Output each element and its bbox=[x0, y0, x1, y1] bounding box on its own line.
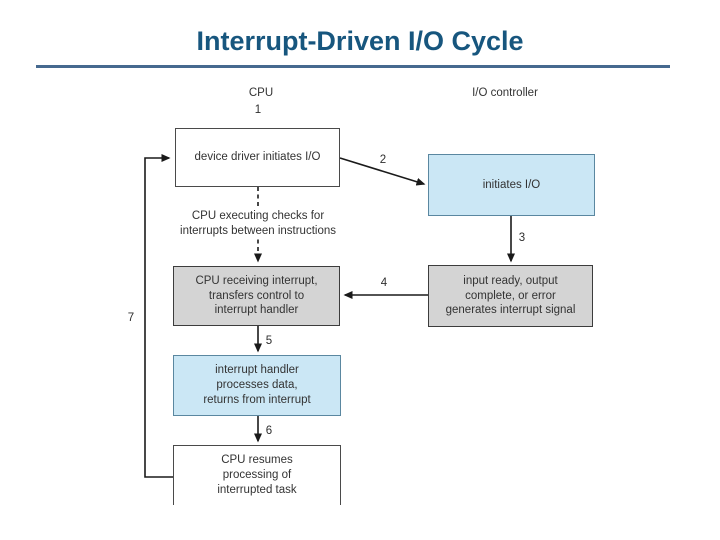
box-cpu-resumes-processing: CPU resumes processing of interrupted ta… bbox=[173, 445, 341, 505]
box-cpu-receiving-interrupt: CPU receiving interrupt, transfers contr… bbox=[173, 266, 340, 326]
step-number-3: 3 bbox=[518, 232, 526, 244]
step-number-5: 5 bbox=[265, 335, 273, 347]
column-label-cpu: CPU bbox=[248, 87, 274, 99]
box-device-driver-initiates-io: device driver initiates I/O bbox=[175, 128, 340, 187]
box-initiates-io: initiates I/O bbox=[428, 154, 595, 216]
step-number-4: 4 bbox=[380, 277, 388, 289]
arrow-2 bbox=[339, 157, 426, 186]
step-number-7: 7 bbox=[127, 312, 135, 324]
box-interrupt-handler-processes: interrupt handler processes data, return… bbox=[173, 355, 341, 416]
label-cpu-executing-checks: CPU executing checks for interrupts betw… bbox=[158, 209, 358, 239]
box-input-ready-output-complete: input ready, output complete, or error g… bbox=[428, 265, 593, 327]
page-title: Interrupt-Driven I/O Cycle bbox=[196, 26, 524, 56]
arrow-7-loop bbox=[144, 154, 173, 478]
title-underline bbox=[36, 65, 670, 68]
step-number-1: 1 bbox=[254, 104, 262, 116]
column-label-io-controller: I/O controller bbox=[472, 87, 538, 99]
step-number-2: 2 bbox=[379, 154, 387, 166]
step-number-6: 6 bbox=[265, 425, 273, 437]
